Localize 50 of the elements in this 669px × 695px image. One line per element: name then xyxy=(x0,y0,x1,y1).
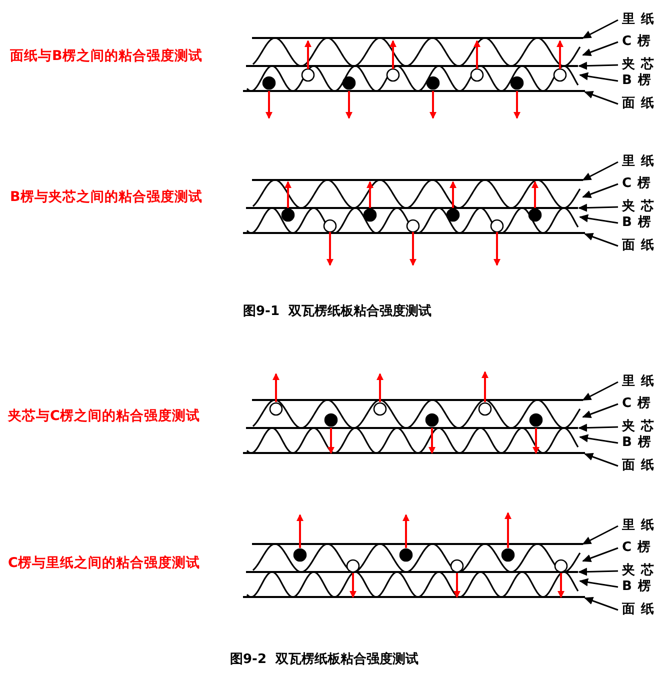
layer-label: 夹芯 xyxy=(622,199,660,215)
leader-arrow xyxy=(582,403,618,418)
layer-label: 面纸 xyxy=(622,602,660,618)
leader-arrow xyxy=(582,547,618,562)
leader-arrow xyxy=(582,161,618,181)
layer-label: B楞 xyxy=(622,435,657,451)
leader-arrow xyxy=(582,19,618,39)
layer-label: 面纸 xyxy=(622,238,660,254)
layer-label: C楞 xyxy=(622,396,656,412)
layer-label: C楞 xyxy=(622,176,656,192)
leader-arrow xyxy=(578,62,618,70)
leader-arrow xyxy=(578,568,618,576)
layer-label: 夹芯 xyxy=(622,419,660,435)
corrugated-board-drawing xyxy=(243,399,585,454)
layer-label: 夹芯 xyxy=(622,563,660,579)
corrugated-board-drawing xyxy=(243,37,585,92)
test-title: 夹芯与C楞之间的粘合强度测试 xyxy=(8,407,200,425)
leader-arrow xyxy=(582,525,618,545)
layer-label: B楞 xyxy=(622,579,657,595)
leader-arrow xyxy=(578,204,618,212)
leader-arrow xyxy=(584,90,618,105)
layer-label: 里纸 xyxy=(622,518,660,534)
test-title: C楞与里纸之间的粘合强度测试 xyxy=(8,554,200,572)
corrugated-board-drawing xyxy=(243,179,585,234)
leader-arrow xyxy=(582,41,618,56)
leader-arrow xyxy=(579,72,618,82)
layer-label: 夹芯 xyxy=(622,57,660,73)
leader-arrow xyxy=(579,214,618,224)
layer-label: 面纸 xyxy=(622,458,660,474)
layer-label: C楞 xyxy=(622,540,656,556)
layer-label: 里纸 xyxy=(622,154,660,170)
leader-arrow xyxy=(584,596,618,611)
leader-arrow xyxy=(582,381,618,401)
leader-arrow xyxy=(579,578,618,588)
leader-arrow xyxy=(579,434,618,444)
figure-caption: 图9-1 双瓦楞纸板粘合强度测试 xyxy=(243,303,432,321)
test-title: B楞与夹芯之间的粘合强度测试 xyxy=(10,188,202,206)
layer-label: 面纸 xyxy=(622,96,660,112)
figure-caption: 图9-2 双瓦楞纸板粘合强度测试 xyxy=(230,651,419,669)
layer-label: C楞 xyxy=(622,34,656,50)
corrugated-board-drawing xyxy=(243,543,585,598)
layer-label: B楞 xyxy=(622,215,657,231)
leader-arrow xyxy=(578,424,618,432)
test-title: 面纸与B楞之间的粘合强度测试 xyxy=(10,47,202,65)
leader-arrow xyxy=(582,183,618,198)
leader-arrow xyxy=(584,232,618,247)
leader-arrow xyxy=(584,452,618,467)
layer-label: 里纸 xyxy=(622,374,660,390)
layer-label: B楞 xyxy=(622,73,657,89)
layer-label: 里纸 xyxy=(622,12,660,28)
